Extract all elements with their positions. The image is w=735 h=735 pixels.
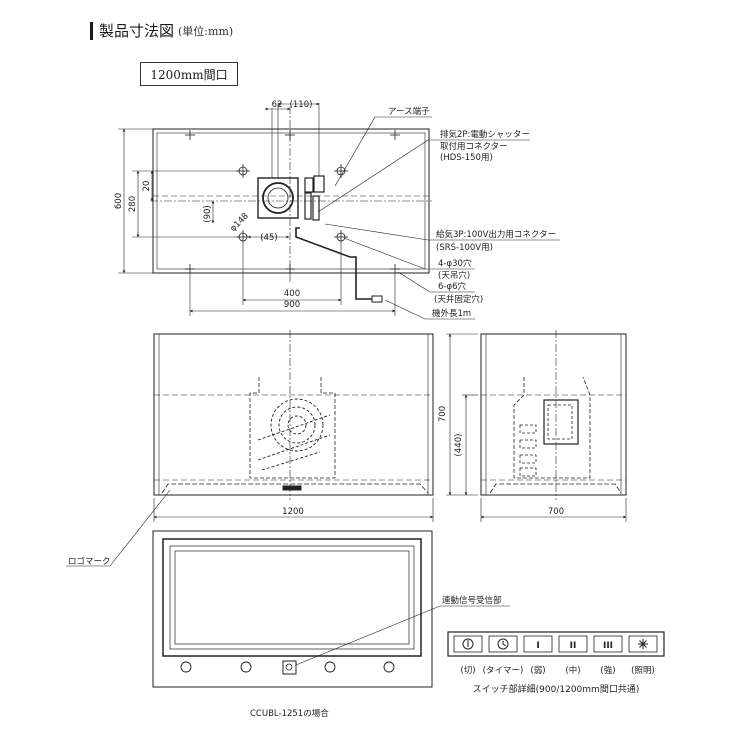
switch-panel: I II III (切) (タイマー) (弱) (中) (強) (照明) スイッ… <box>447 631 665 695</box>
switch-mid-mark: II <box>570 641 577 651</box>
dim-280: 280 <box>128 196 138 212</box>
bottom-view-labels: ロゴマーク 連動信号受信部 CCUBL-1251の場合 <box>68 556 502 719</box>
title-text: 製品寸法図 <box>99 22 175 40</box>
power-icon <box>462 638 474 650</box>
duct-flange <box>257 177 299 219</box>
callout-exhaust-3: (HDS-150用) <box>440 153 493 163</box>
front-view <box>153 330 434 522</box>
dim-62: 62 <box>272 100 283 110</box>
switch-label-high: (強) <box>600 665 615 676</box>
dim-400: 400 <box>284 289 300 299</box>
side-view-outline <box>480 333 627 496</box>
front-view-outline <box>153 333 434 496</box>
bottom-view-outline <box>152 530 433 688</box>
connector-block <box>304 175 325 221</box>
receiver-leader <box>295 605 441 666</box>
dim-110: (110) <box>290 100 313 110</box>
side-hidden-ducts <box>519 424 537 477</box>
top-view-leaders <box>317 116 560 320</box>
logo-mark-label: ロゴマーク <box>68 556 111 567</box>
signal-receiver <box>282 660 297 675</box>
switch-label-timer: (タイマー) <box>483 666 524 676</box>
opening-size-label: 1200mm間口 <box>140 62 238 86</box>
dim-1200: 1200 <box>282 507 304 517</box>
dim-20: 20 <box>142 181 152 192</box>
switch-panel-frame <box>447 631 665 657</box>
power-cable <box>295 227 372 300</box>
dim-90: (90) <box>203 205 213 222</box>
bottom-view <box>66 489 510 688</box>
side-view-dimensions <box>446 333 627 522</box>
callout-exhaust-1: 排気2P:電動シャッター <box>440 129 530 140</box>
title-unit: (単位:mm) <box>178 24 234 38</box>
fan-motor-hidden <box>257 398 331 471</box>
side-view <box>446 330 627 522</box>
callout-cable: 機外長1m <box>432 308 471 319</box>
callout-supply-2: (SRS-100V用) <box>436 243 493 253</box>
top-view-labels: 62 (110) 600 280 20 (90) φ148 (45) 400 9… <box>114 100 556 319</box>
dim-700-vertical: 700 <box>438 406 448 422</box>
receiver-label: 連動信号受信部 <box>442 595 502 606</box>
cable-plug <box>371 295 383 303</box>
dim-148: φ148 <box>228 211 251 234</box>
dim-700-horizontal: 700 <box>548 507 564 517</box>
bottom-view-lamps <box>180 661 395 673</box>
dim-440: (440) <box>454 434 464 457</box>
timer-icon <box>497 638 509 650</box>
page-title: 製品寸法図 (単位:mm) <box>90 20 233 41</box>
dim-45: (45) <box>260 233 277 243</box>
switch-mid-button[interactable] <box>558 635 588 653</box>
model-note: CCUBL-1251の場合 <box>250 708 329 719</box>
dim-900: 900 <box>284 300 300 310</box>
switch-label-light: (照明) <box>631 666 655 676</box>
callout-exhaust-2: 取付用コネクター <box>440 141 508 152</box>
switch-label-mid: (中) <box>565 665 580 676</box>
top-view <box>118 102 560 320</box>
switch-high-mark: III <box>603 641 613 651</box>
switch-caption: スイッチ部詳細(900/1200mm間口共通) <box>473 683 640 695</box>
callout-supply-1: 給気3P:100V出力用コネクター <box>436 229 556 240</box>
switch-low-mark: I <box>536 641 539 651</box>
light-icon <box>638 639 648 649</box>
switch-high-button[interactable] <box>593 635 623 653</box>
logo-leader <box>109 489 171 567</box>
title-bar-mark <box>90 21 93 40</box>
switch-low-button[interactable] <box>523 635 553 653</box>
dim-600: 600 <box>114 193 124 209</box>
callout-hang-2: (天吊穴) <box>438 270 470 281</box>
front-receiver-mark <box>282 485 302 491</box>
fixing-holes <box>185 130 400 274</box>
callout-earth: アース端子 <box>388 106 430 117</box>
switch-label-low: (弱) <box>530 666 545 676</box>
callout-fix-1: 6-φ6穴 <box>438 281 466 292</box>
switch-label-off: (切) <box>460 666 475 676</box>
callout-fix-2: (天井固定穴) <box>434 294 483 305</box>
top-view-dimensions <box>118 102 396 316</box>
side-junction-box <box>543 399 579 445</box>
callout-hang-1: 4-φ30穴 <box>438 258 472 269</box>
